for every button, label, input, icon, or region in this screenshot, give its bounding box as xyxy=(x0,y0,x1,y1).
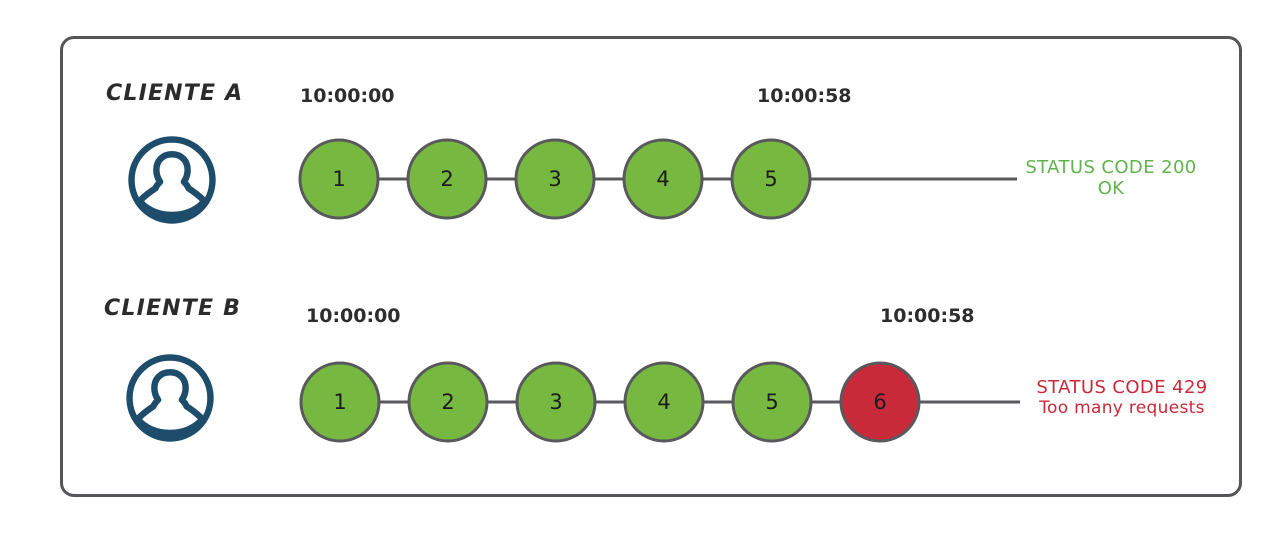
client-a-status-text: OK xyxy=(1097,177,1125,199)
client-a-end-time: 10:00:58 xyxy=(757,85,852,107)
client-a-status-badge: STATUS CODE 200 OK xyxy=(1022,157,1200,199)
user-avatar-icon xyxy=(126,134,218,226)
client-a-label: CLIENTE A xyxy=(106,81,244,106)
client-b-status-code: STATUS CODE 429 xyxy=(1036,377,1208,398)
client-b-status-badge: STATUS CODE 429 Too many requests xyxy=(1022,377,1222,418)
client-b-start-time: 10:00:00 xyxy=(306,305,401,327)
client-b-status-text: Too many requests xyxy=(1039,397,1205,418)
user-avatar-icon xyxy=(124,352,216,444)
client-a-start-time: 10:00:00 xyxy=(300,85,395,107)
client-b-label: CLIENTE B xyxy=(104,296,242,321)
client-a-status-code: STATUS CODE 200 xyxy=(1025,157,1197,178)
client-b-end-time: 10:00:58 xyxy=(880,305,975,327)
